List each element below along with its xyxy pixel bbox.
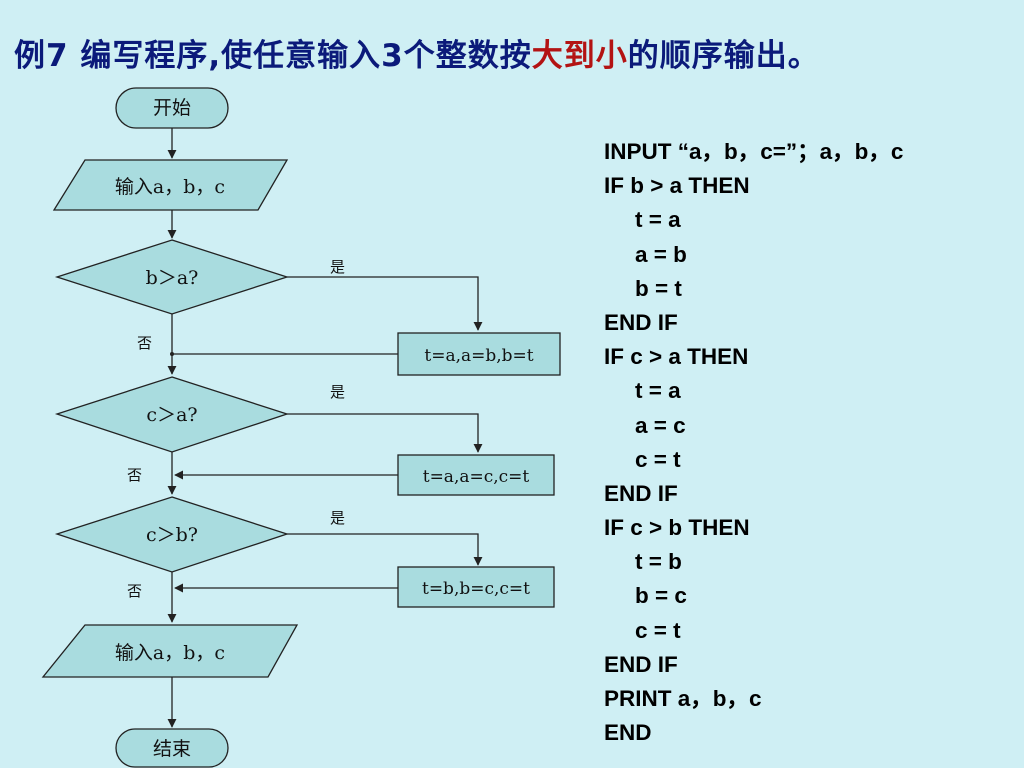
- decision2-no-label: 否: [127, 466, 142, 484]
- process3-node: t=b,b=c,c=t: [397, 566, 555, 608]
- code-line: INPUT “a，b，c=”；a，b，c: [604, 139, 904, 164]
- code-line: END: [604, 720, 652, 746]
- code-line: a = b: [635, 241, 687, 267]
- code-line: t = a: [635, 207, 681, 233]
- decision2-node: c＞a?: [54, 376, 290, 453]
- input-label: 输入a，b，c: [115, 176, 225, 198]
- arrow-decision3-yes: [287, 533, 483, 566]
- title-text: 例7 编写程序,使任意输入3个整数按: [14, 38, 532, 74]
- decision1-label: b＞a?: [146, 267, 199, 289]
- flowchart: 开始 输入a，b，c b＞a? 是 否 t=a,a=b,b=t c＞a? 是 否…: [41, 87, 561, 768]
- slide-title: 例7 编写程序,使任意输入3个整数按大到小的顺序输出。: [14, 30, 1014, 80]
- start-node: 开始: [115, 87, 229, 129]
- code-line: IF c > a THEN: [604, 344, 749, 370]
- process2-node: t=a,a=c,c=t: [397, 454, 555, 496]
- code-line: IF c > b THEN: [604, 515, 750, 541]
- code-line: c = t: [635, 617, 681, 643]
- arrow-decision1-yes: [287, 276, 483, 331]
- junction-dot: [170, 352, 174, 356]
- code-line: PRINT a，b，c: [604, 686, 762, 711]
- decision3-no-label: 否: [127, 582, 142, 600]
- code-line: b = t: [635, 275, 682, 301]
- decision2-label: c＞a?: [146, 404, 197, 426]
- end-label: 结束: [153, 738, 191, 760]
- process3-label: t=b,b=c,c=t: [422, 579, 530, 599]
- decision3-yes-label: 是: [330, 509, 345, 527]
- process1-label: t=a,a=b,b=t: [424, 346, 533, 366]
- decision1-no-label: 否: [137, 334, 152, 352]
- code-line: END IF: [604, 309, 678, 335]
- decision3-node: c＞b?: [54, 496, 290, 573]
- start-label: 开始: [153, 97, 191, 119]
- flow-connectors: [167, 128, 483, 728]
- process2-label: t=a,a=c,c=t: [423, 467, 530, 487]
- output-node: 输入a，b，c: [41, 624, 299, 678]
- decision2-yes-label: 是: [330, 383, 345, 401]
- title-text-end: 的顺序输出。: [627, 38, 820, 74]
- input-node: 输入a，b，c: [52, 159, 289, 211]
- code-line: t = b: [635, 549, 682, 575]
- arrow-decision2-yes: [287, 413, 483, 453]
- code-line: IF b > a THEN: [604, 173, 750, 199]
- process1-node: t=a,a=b,b=t: [397, 332, 561, 376]
- title-highlight: 大到小: [531, 38, 628, 74]
- code-line: t = a: [635, 378, 681, 404]
- code-line: c = t: [635, 446, 681, 472]
- code-line: b = c: [635, 583, 687, 609]
- end-node: 结束: [115, 728, 229, 768]
- decision3-label: c＞b?: [146, 524, 198, 546]
- code-line: END IF: [604, 651, 678, 677]
- output-label: 输入a，b，c: [115, 642, 225, 664]
- code-line: a = c: [635, 412, 686, 438]
- code-line: END IF: [604, 480, 678, 506]
- decision1-node: b＞a?: [54, 239, 290, 315]
- code-listing: INPUT “a，b，c=”；a，b，c IF b > a THEN t = a…: [604, 135, 1014, 750]
- decision1-yes-label: 是: [330, 258, 345, 276]
